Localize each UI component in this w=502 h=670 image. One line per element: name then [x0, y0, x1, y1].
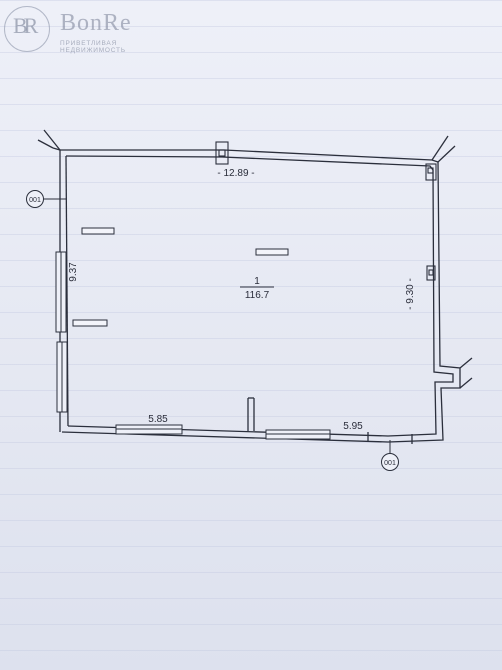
windows	[55, 251, 331, 440]
fixtures	[72, 227, 289, 327]
section-mark-label: 001	[384, 460, 396, 467]
section-marker-left: 001	[26, 190, 66, 208]
room-area: 116.7	[245, 290, 270, 301]
fixture-left-top	[81, 227, 115, 235]
logo-tagline: приветливая недвижимость	[60, 40, 126, 54]
columns	[215, 141, 437, 281]
inner-left-wall	[65, 155, 69, 427]
room-number: 1	[254, 276, 260, 287]
section-mark-label: 001	[29, 197, 41, 204]
bonre-watermark-logo: BR BonRe приветливая недвижимость	[4, 4, 174, 54]
logo-brand-name: BonRe	[60, 10, 132, 36]
fixture-left-bottom	[72, 319, 108, 327]
dimension-bottom-left: 5.85	[148, 414, 168, 425]
logo-monogram: BR	[13, 13, 38, 38]
fixture-center	[255, 248, 289, 256]
inner-wall-line	[65, 155, 454, 437]
logo-circle	[4, 6, 50, 52]
column-right	[426, 265, 436, 281]
column-top-right	[425, 163, 437, 181]
wall-break-top-right	[431, 135, 449, 161]
wall-break-right	[459, 357, 473, 369]
dimension-left: 9.37	[68, 262, 79, 282]
dimension-bottom-right: 5.95	[343, 421, 363, 432]
dimension-top: - 12.89 -	[217, 168, 254, 179]
dimension-right: - 9.30 -	[405, 278, 416, 310]
wall-break-top-left	[43, 129, 61, 151]
column-top	[215, 141, 229, 165]
section-marker-bottom: 001	[381, 440, 399, 471]
